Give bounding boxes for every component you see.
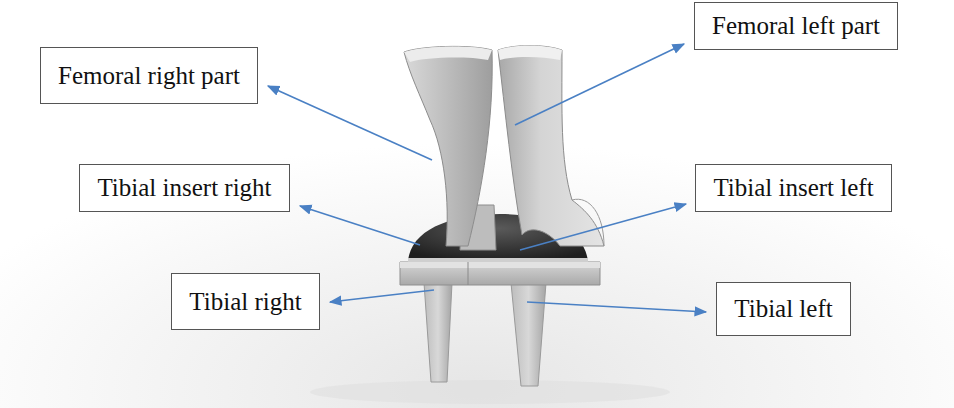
tray-split — [468, 262, 469, 285]
leader-arrow — [527, 302, 706, 312]
label-box: Tibial right — [171, 273, 320, 330]
femoral-right-runner — [404, 46, 492, 246]
posterior-lip — [572, 199, 604, 246]
tibial-left-stem — [511, 283, 546, 386]
label-box: Femoral right part — [40, 47, 258, 104]
leader-lines — [268, 44, 706, 312]
part-name: Femoral left part — [712, 11, 880, 41]
femoral-left-runner — [498, 46, 604, 247]
part-name: Tibial insert right — [97, 173, 271, 203]
femoral-left-top — [498, 46, 562, 61]
insert-rim — [408, 258, 588, 262]
shadow — [310, 380, 670, 404]
tibial-tray-top — [400, 262, 600, 268]
part-name: Tibial insert left — [713, 173, 873, 203]
femoral-right-top — [404, 46, 492, 62]
part-name: Tibial right — [189, 287, 301, 317]
leader-arrow — [330, 290, 434, 302]
leader-arrow — [300, 206, 420, 245]
leader-arrow — [268, 86, 432, 160]
label-box: Tibial insert left — [695, 164, 892, 212]
label-box: Tibial insert right — [79, 164, 290, 212]
part-name: Tibial left — [734, 294, 832, 324]
label-box: Femoral left part — [694, 2, 898, 50]
part-name: Femoral right part — [58, 61, 240, 91]
leader-arrow — [515, 44, 684, 125]
label-box: Tibial left — [716, 282, 851, 336]
tibial-tray — [400, 262, 600, 285]
leader-arrow — [520, 204, 686, 250]
tibial-right-stem — [424, 283, 452, 382]
